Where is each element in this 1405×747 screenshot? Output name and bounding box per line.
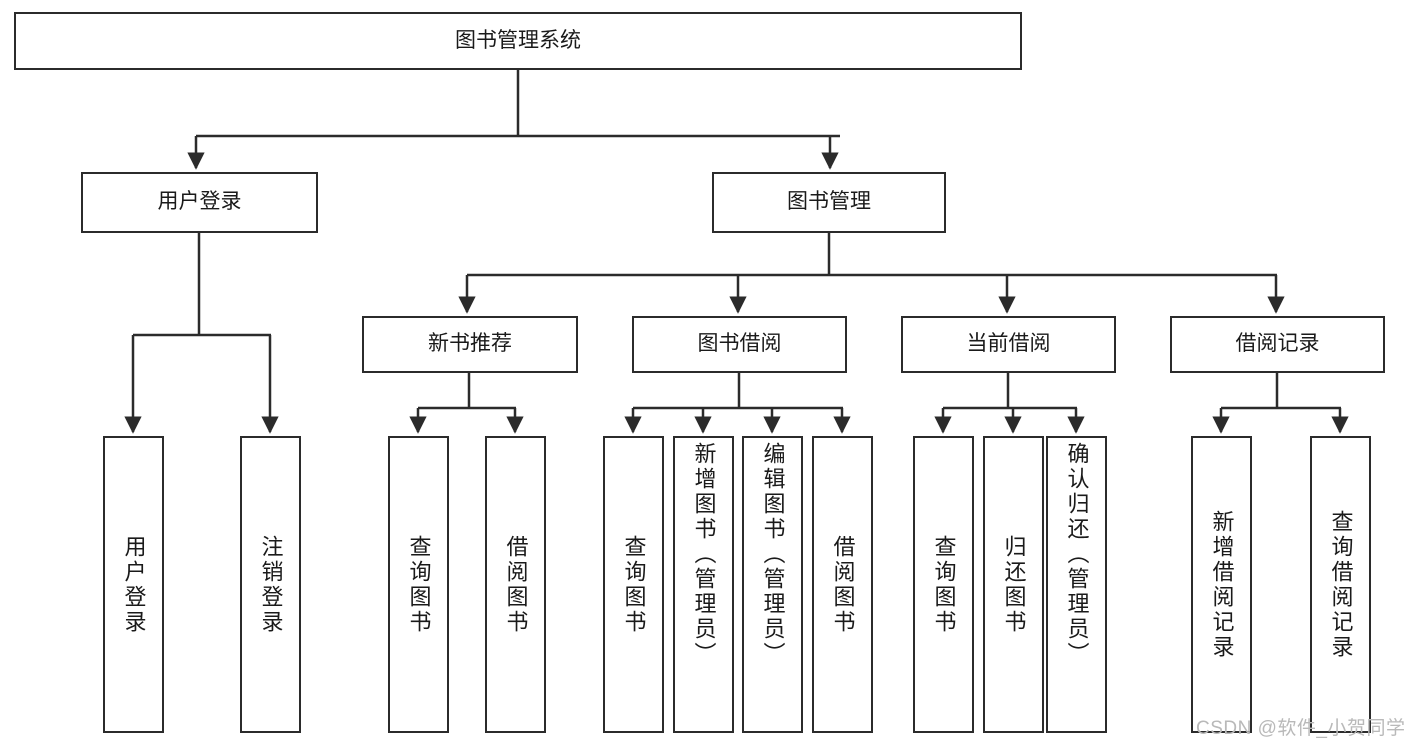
node-book-borrow-label: 图书借阅 <box>697 332 782 356</box>
node-leaf-query-record[interactable]: 查询借阅记录 <box>1310 436 1371 733</box>
node-current-borrow-label: 当前借阅 <box>966 332 1051 356</box>
node-borrow-record[interactable]: 借阅记录 <box>1170 316 1385 373</box>
node-leaf-confirm-return[interactable]: 确认归还（管理员） <box>1046 436 1107 733</box>
node-leaf-return-book[interactable]: 归还图书 <box>983 436 1044 733</box>
node-current-borrow[interactable]: 当前借阅 <box>901 316 1116 373</box>
node-borrow-record-label: 借阅记录 <box>1235 332 1320 356</box>
node-leaf-query-book-3[interactable]: 查询图书 <box>913 436 974 733</box>
node-book-management[interactable]: 图书管理 <box>712 172 946 233</box>
node-leaf-query-book-2-label: 查询图书 <box>621 534 647 635</box>
node-leaf-borrow-book-1[interactable]: 借阅图书 <box>485 436 546 733</box>
node-root[interactable]: 图书管理系统 <box>14 12 1022 70</box>
node-leaf-query-book-1[interactable]: 查询图书 <box>388 436 449 733</box>
node-leaf-add-book-label: 新增图书（管理员） <box>691 442 717 667</box>
node-leaf-borrow-book-1-label: 借阅图书 <box>503 534 529 635</box>
node-leaf-confirm-return-label: 确认归还（管理员） <box>1064 442 1090 667</box>
node-leaf-query-book-1-label: 查询图书 <box>406 534 432 635</box>
node-leaf-logout-label: 注销登录 <box>258 534 284 635</box>
node-leaf-query-book-3-label: 查询图书 <box>931 534 957 635</box>
node-leaf-borrow-book-2-label: 借阅图书 <box>830 534 856 635</box>
node-leaf-user-login[interactable]: 用户登录 <box>103 436 164 733</box>
node-book-borrow[interactable]: 图书借阅 <box>632 316 847 373</box>
node-new-book-recommend[interactable]: 新书推荐 <box>362 316 578 373</box>
node-leaf-user-login-label: 用户登录 <box>121 534 147 635</box>
node-user-login[interactable]: 用户登录 <box>81 172 318 233</box>
node-leaf-query-book-2[interactable]: 查询图书 <box>603 436 664 733</box>
node-leaf-borrow-book-2[interactable]: 借阅图书 <box>812 436 873 733</box>
node-leaf-edit-book-label: 编辑图书（管理员） <box>760 442 786 667</box>
node-leaf-add-book[interactable]: 新增图书（管理员） <box>673 436 734 733</box>
node-leaf-return-book-label: 归还图书 <box>1001 534 1027 635</box>
node-book-management-label: 图书管理 <box>787 190 871 214</box>
node-new-book-recommend-label: 新书推荐 <box>428 332 512 356</box>
watermark-text: CSDN @软件_小贺同学 <box>1196 718 1405 739</box>
node-leaf-add-record-label: 新增借阅记录 <box>1209 509 1235 660</box>
node-leaf-query-record-label: 查询借阅记录 <box>1328 509 1354 660</box>
node-user-login-label: 用户登录 <box>157 190 242 214</box>
node-root-label: 图书管理系统 <box>455 28 581 52</box>
node-leaf-edit-book[interactable]: 编辑图书（管理员） <box>742 436 803 733</box>
node-leaf-logout[interactable]: 注销登录 <box>240 436 301 733</box>
node-leaf-add-record[interactable]: 新增借阅记录 <box>1191 436 1252 733</box>
